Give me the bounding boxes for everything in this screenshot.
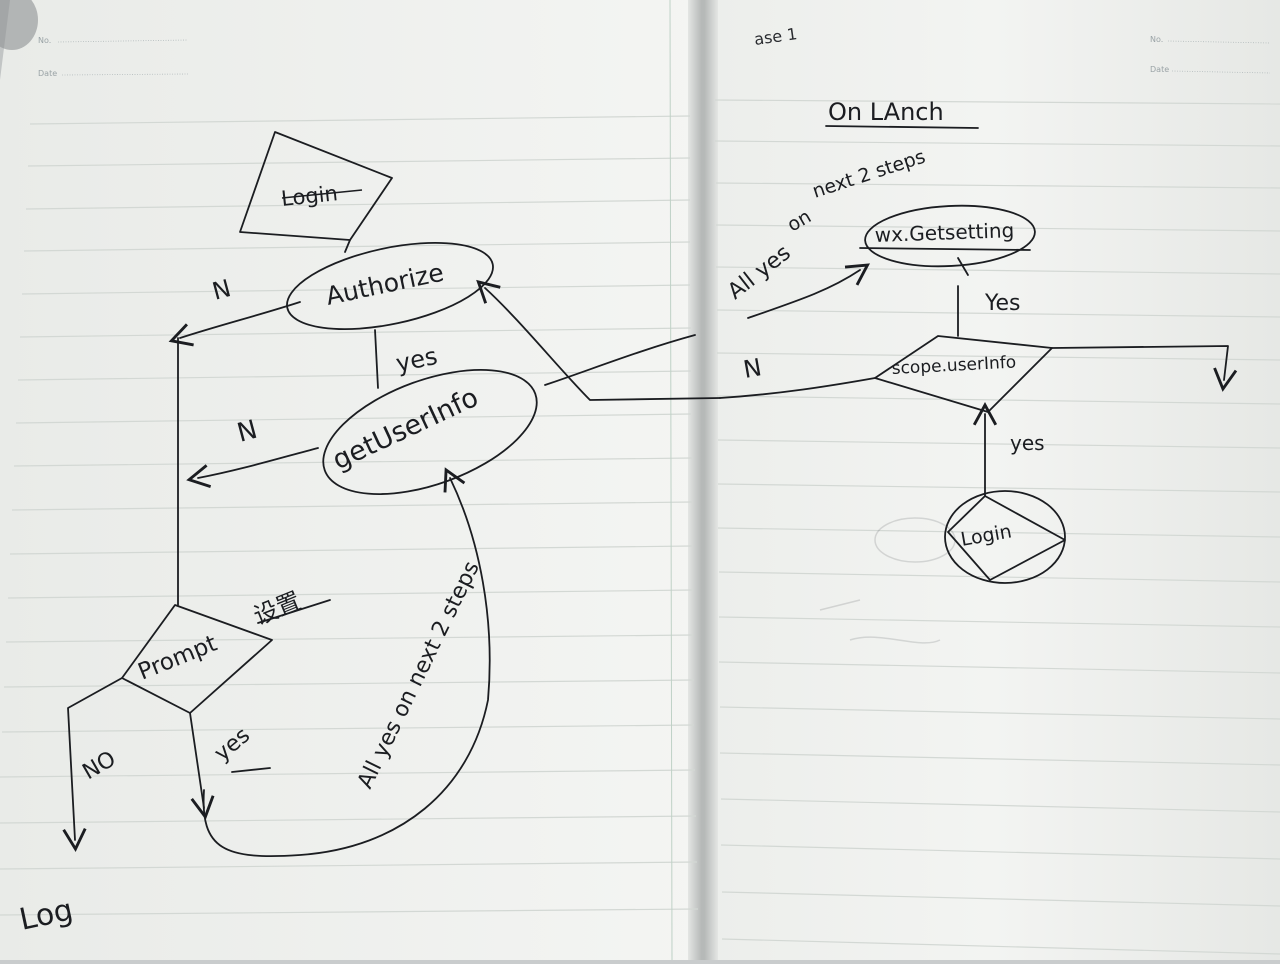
login-circle	[944, 490, 1066, 584]
right-page-title: On LAnch	[828, 98, 944, 126]
right-ruled-lines	[714, 99, 1280, 955]
yes-2-label: yes	[1010, 431, 1045, 455]
ghost-writing	[819, 517, 956, 644]
notebook-spine	[688, 0, 718, 960]
left-no-label: No.	[38, 36, 51, 45]
login-box-label: Login	[280, 181, 339, 211]
left-ruled-lines	[0, 115, 699, 916]
n-right-label: N	[741, 353, 764, 384]
wx-getsetting-ellipse	[864, 204, 1036, 268]
wx-getsetting-label: wx.Getsetting	[874, 218, 1014, 247]
login-diamond	[947, 495, 1066, 581]
yes-1-label: Yes	[984, 291, 1021, 316]
left-flowchart	[62, 131, 721, 858]
left-date-label: Date	[38, 69, 57, 78]
right-date-label: Date	[1150, 65, 1169, 74]
right-flowchart	[719, 125, 1238, 584]
authorize-ellipse	[286, 241, 494, 331]
left-page	[0, 0, 705, 960]
right-no-label: No.	[1150, 35, 1163, 44]
right-page	[705, 0, 1280, 960]
